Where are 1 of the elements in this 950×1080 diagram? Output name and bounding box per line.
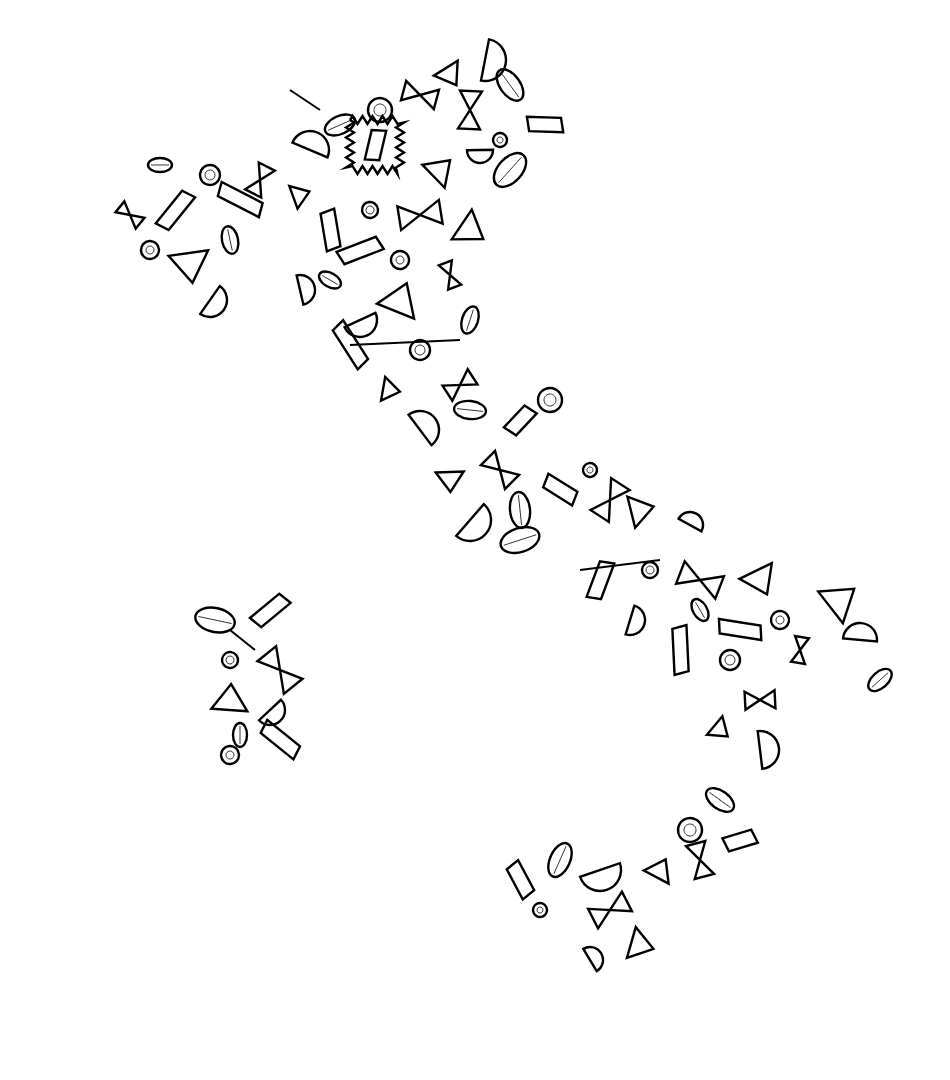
pasta-map-drawing	[113, 38, 893, 973]
